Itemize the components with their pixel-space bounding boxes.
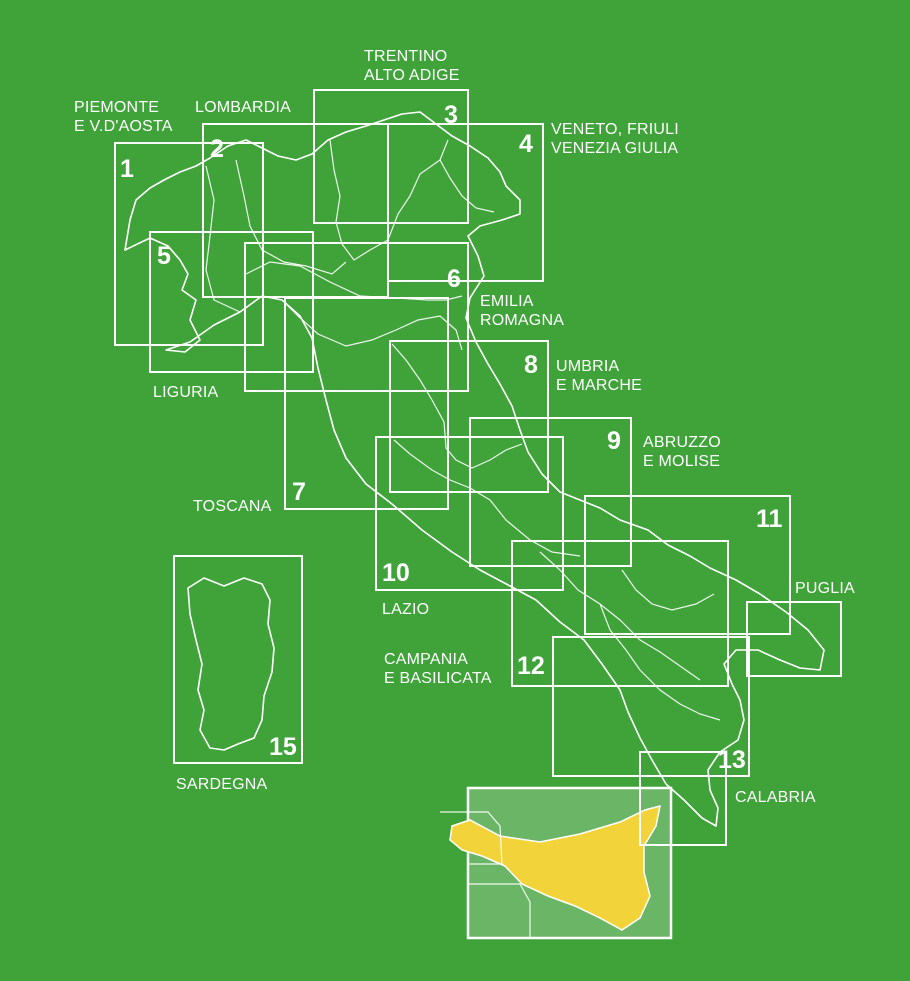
sheet-number-12: 12 (517, 652, 545, 680)
sheet-frame-7[interactable] (284, 297, 449, 510)
sheet-frame-3[interactable] (313, 89, 469, 224)
region-label-line: LAZIO (382, 601, 429, 618)
region-label-line: CAMPANIA (384, 651, 468, 668)
region-label-line: E MARCHE (556, 377, 642, 394)
label-lazio: LAZIO (382, 601, 429, 618)
region-label-line: ABRUZZO (643, 434, 721, 451)
sheet-frame-13[interactable] (552, 636, 750, 777)
region-label-line: E V.D'AOSTA (74, 118, 173, 135)
sheet-number-6: 6 (447, 265, 461, 293)
sheet-number-3: 3 (444, 101, 458, 129)
sheet-frame-10[interactable] (375, 436, 564, 591)
sheet-number-5: 5 (157, 242, 171, 270)
sheet-frame-4[interactable] (387, 123, 544, 282)
region-label-line: E BASILICATA (384, 670, 492, 687)
region-label-line: VENETO, FRIULI (551, 121, 679, 138)
sheet-frame-15[interactable] (173, 555, 303, 764)
sheet-number-8: 8 (524, 351, 538, 379)
label-sardegna: SARDEGNA (176, 776, 268, 793)
label-calabria: CALABRIA (735, 789, 816, 806)
italy-coastline (124, 111, 825, 827)
region-label-line: ALTO ADIGE (364, 67, 460, 84)
region-label-line: UMBRIA (556, 358, 620, 375)
label-abruzzo: ABRUZZO E MOLISE (643, 434, 721, 470)
label-puglia: PUGLIA (795, 580, 855, 597)
region-label-line: ROMAGNA (480, 312, 564, 329)
sheet-frame-6[interactable] (244, 242, 469, 392)
sheet-number-2: 2 (210, 135, 224, 163)
sheet-number-15: 15 (269, 733, 297, 761)
region-label-line: TOSCANA (193, 498, 272, 515)
sheet-numbers: 1 2 3 4 5 6 7 8 9 10 11 12 13 15 (120, 101, 783, 774)
sheet-frame-11b[interactable] (746, 601, 842, 677)
sicily-island (449, 804, 661, 931)
sicily-subsheet-lines (440, 811, 531, 938)
region-label-line: E MOLISE (643, 453, 720, 470)
label-piemonte: PIEMONTE E V.D'AOSTA (74, 99, 173, 135)
sheet-frame-5[interactable] (149, 231, 314, 373)
label-trentino: TRENTINO ALTO ADIGE (364, 48, 460, 84)
sheet-number-10: 10 (382, 559, 410, 587)
region-label-line: TRENTINO (364, 48, 447, 65)
sheet-number-11: 11 (756, 505, 783, 533)
label-toscana: TOSCANA (193, 498, 272, 515)
sheet-number-9: 9 (607, 427, 621, 455)
region-label-line: EMILIA (480, 293, 534, 310)
label-emilia: EMILIA ROMAGNA (480, 293, 564, 329)
region-label-line: VENEZIA GIULIA (551, 140, 678, 157)
region-label-line: CALABRIA (735, 789, 816, 806)
sheet-frame-13b[interactable] (639, 751, 727, 846)
sheet-number-1: 1 (120, 155, 134, 183)
sicily-sheet[interactable] (440, 786, 673, 940)
sheet-frame-12[interactable] (511, 540, 729, 687)
label-lombardia: LOMBARDIA (195, 99, 291, 116)
sheet-frame-11[interactable] (584, 495, 791, 635)
map-sheet-frames (114, 89, 842, 846)
region-labels: PIEMONTE E V.D'AOSTA LOMBARDIA TRENTINO AL… (74, 48, 855, 806)
sheet-frame-2[interactable] (202, 123, 389, 298)
label-campania: CAMPANIA E BASILICATA (384, 651, 492, 687)
sardinia-coastline (187, 577, 275, 751)
region-label-line: LOMBARDIA (195, 99, 291, 116)
label-veneto: VENETO, FRIULI VENEZIA GIULIA (551, 121, 679, 157)
region-label-line: PUGLIA (795, 580, 855, 597)
sheet-frame-9[interactable] (469, 417, 632, 567)
label-liguria: LIGURIA (153, 384, 219, 401)
region-label-line: PIEMONTE (74, 99, 159, 116)
sheet-number-13: 13 (718, 746, 746, 774)
region-label-line: LIGURIA (153, 384, 219, 401)
region-label-line: SARDEGNA (176, 776, 268, 793)
sheet-number-4: 4 (519, 130, 533, 158)
sheet-number-7: 7 (292, 478, 306, 506)
label-umbria: UMBRIA E MARCHE (556, 358, 642, 394)
